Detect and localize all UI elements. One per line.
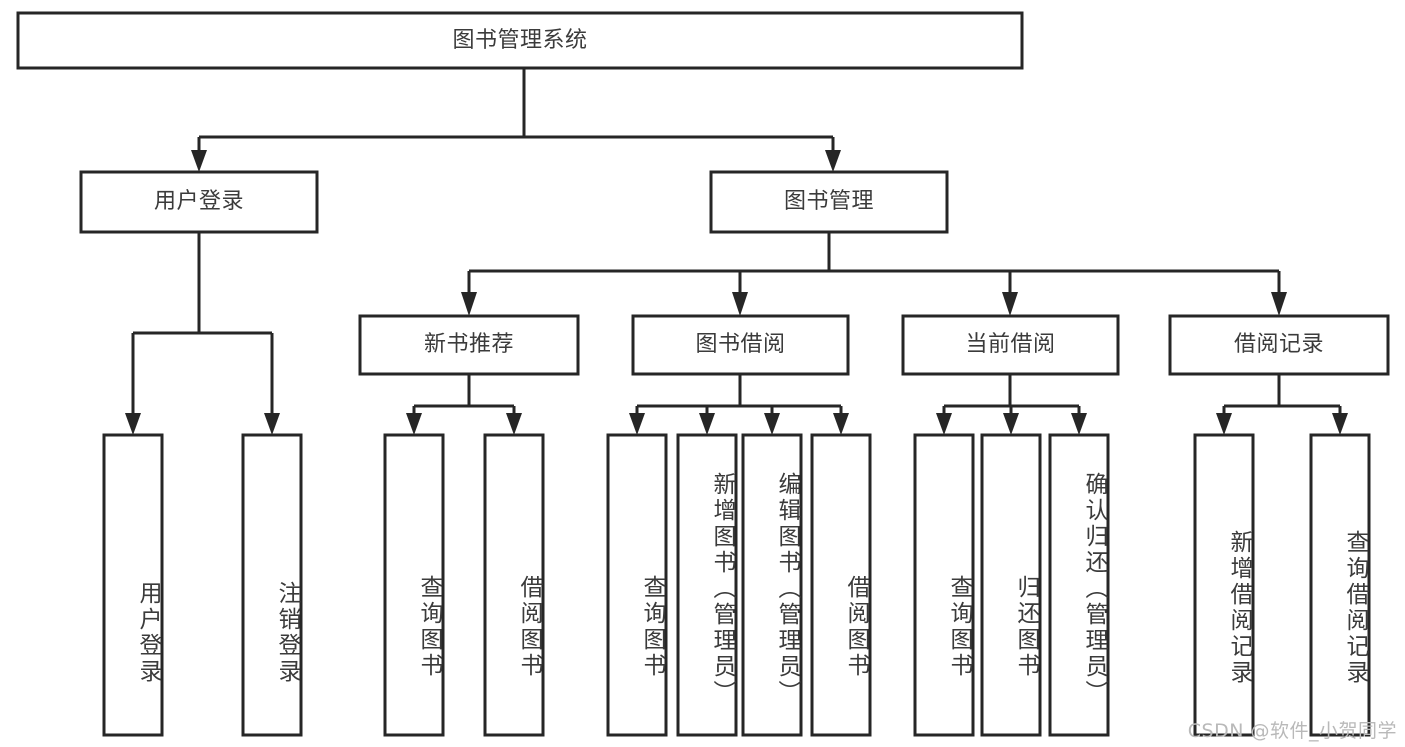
connector-root-to-level2: [197, 68, 835, 158]
arrow-head-current-borrow: [1002, 292, 1018, 316]
connector-borrow-record-to-leaves: [1222, 374, 1342, 421]
connector-book-manage-to-level3: [467, 232, 1281, 295]
arrow-head-leaf-logout: [264, 413, 280, 435]
node-box-book-borrow[interactable]: [631, 314, 850, 376]
arrow-head-leaf-query-book-3: [936, 413, 952, 435]
arrow-head-leaf-borrow-book-1: [506, 413, 522, 435]
node-box-leaf-user-login[interactable]: [102, 433, 164, 737]
node-box-leaf-return-book[interactable]: [980, 433, 1042, 737]
node-box-leaf-borrow-book-1[interactable]: [483, 433, 545, 737]
arrow-head-leaf-edit-book: [764, 413, 780, 435]
arrow-head-leaf-add-book: [699, 413, 715, 435]
arrow-head-leaf-return-book: [1003, 413, 1019, 435]
arrow-head-leaf-user-login: [125, 413, 141, 435]
arrow-head-leaf-add-record: [1216, 413, 1232, 435]
node-box-leaf-query-book-1[interactable]: [383, 433, 445, 737]
node-box-leaf-confirm-return[interactable]: [1048, 433, 1110, 737]
node-box-leaf-add-record[interactable]: [1193, 433, 1255, 737]
node-box-borrow-record[interactable]: [1168, 314, 1390, 376]
node-box-new-book-recommend[interactable]: [358, 314, 580, 376]
node-box-root[interactable]: [16, 11, 1024, 70]
connector-book-borrow-to-leaves: [635, 374, 843, 421]
arrow-head-leaf-query-record: [1332, 413, 1348, 435]
connector-new-book-recommend-to-leaves: [412, 374, 516, 421]
arrow-head-book-manage: [825, 150, 841, 172]
node-box-current-borrow[interactable]: [901, 314, 1120, 376]
node-box-book-manage[interactable]: [709, 170, 949, 234]
connector-user-login-to-leaves: [131, 232, 274, 421]
node-box-leaf-query-book-2[interactable]: [606, 433, 668, 737]
node-box-leaf-logout[interactable]: [241, 433, 303, 737]
watermark-text: CSDN @软件_小贺同学: [1187, 720, 1397, 742]
node-box-leaf-add-book[interactable]: [676, 433, 738, 737]
node-box-leaf-query-record[interactable]: [1309, 433, 1371, 737]
arrow-head-user-login: [191, 150, 207, 172]
arrow-head-leaf-query-book-1: [406, 413, 422, 435]
arrow-head-leaf-borrow-book-2: [833, 413, 849, 435]
node-box-leaf-edit-book[interactable]: [741, 433, 803, 737]
node-box-user-login[interactable]: [79, 170, 319, 234]
node-box-leaf-borrow-book-2[interactable]: [810, 433, 872, 737]
arrow-head-borrow-record: [1271, 292, 1287, 316]
arrow-head-leaf-query-book-2: [629, 413, 645, 435]
arrow-head-book-borrow: [732, 292, 748, 316]
arrow-head-leaf-confirm-return: [1071, 413, 1087, 435]
node-box-leaf-query-book-3[interactable]: [913, 433, 975, 737]
arrow-head-new-book-recommend: [461, 292, 477, 316]
